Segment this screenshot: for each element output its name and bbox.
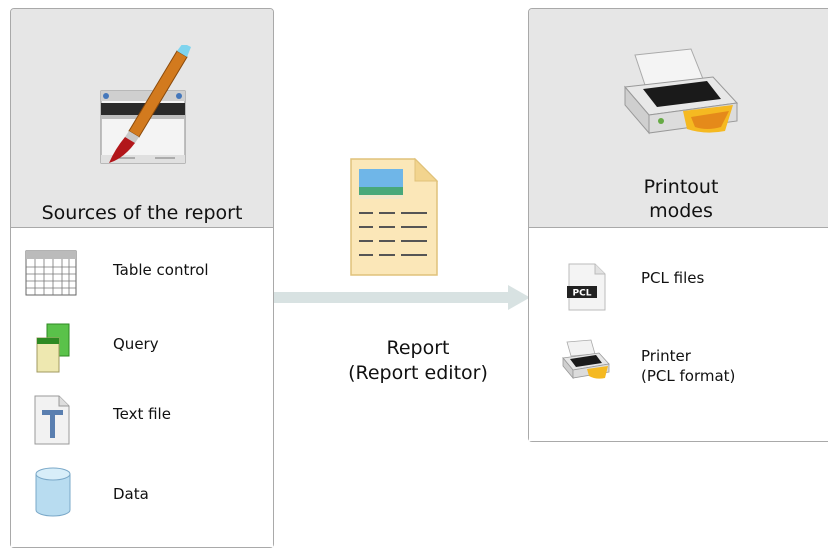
report-design-icon [100,45,191,164]
sources-title: Sources of the report [41,202,243,224]
text-file-icon [34,395,70,445]
query-label: Query [113,335,159,353]
printout-title-line2: modes [649,200,713,222]
printout-list: PCL PCL files Printer (PCL format) [529,227,828,441]
data-icon [35,467,71,517]
printout-panel: Printout modes PCL PCL files Printer (PC… [528,8,828,442]
flow-arrow [268,285,530,310]
text-file-label: Text file [113,405,171,423]
printer-label-line2: (PCL format) [641,367,736,385]
report-title: Report [386,337,450,359]
report-document-icon [350,157,439,276]
table-control-label: Table control [113,261,209,279]
table-control-icon [25,250,77,296]
pcl-badge-text: PCL [573,289,592,299]
query-icon [36,323,70,373]
data-label: Data [113,485,149,503]
report-subtitle: (Report editor) [348,362,488,384]
printout-panel-header: Printout modes [529,9,828,227]
printer-large-icon [624,48,739,135]
pcl-file-icon: PCL [567,263,606,311]
sources-panel-header: Sources of the report [11,9,273,227]
printer-label: Printer (PCL format) [641,346,735,386]
sources-list: Table control Query Text file Data [11,227,273,547]
printout-title-line1: Printout [643,176,719,198]
pcl-files-label: PCL files [641,269,705,287]
sources-panel: Sources of the report Table control Quer… [10,8,274,548]
report-label: Report (Report editor) [318,336,518,386]
printer-label-line1: Printer [641,347,691,365]
printer-icon [562,339,610,380]
printout-title: Printout modes [601,175,761,223]
